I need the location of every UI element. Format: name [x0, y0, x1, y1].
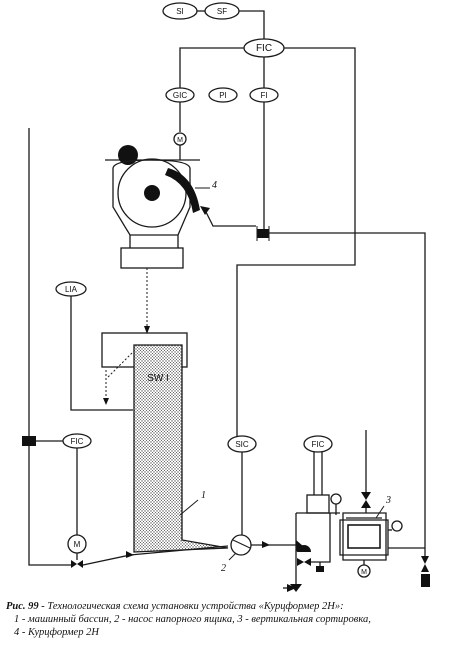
- fic-right-line: [236, 47, 356, 440]
- tag-fi: FI: [249, 87, 279, 103]
- tag-si: SI: [162, 2, 198, 20]
- tag-pi: PI: [208, 87, 238, 103]
- motor-top: M: [173, 132, 187, 146]
- caption-label: Рис. 99 -: [6, 601, 45, 612]
- tag-fic-top: FIC: [243, 38, 285, 58]
- tag-lia: LIA: [55, 281, 87, 297]
- motor-right: M: [357, 564, 371, 578]
- caption-line-3: 4 - Курцформер 2Н: [14, 627, 99, 638]
- tag-sic: SIC: [227, 435, 257, 453]
- sf-fic-link: [239, 10, 265, 40]
- figure-caption: Рис. 99 - Технологическая схема установк…: [6, 600, 462, 639]
- svg-text:SI: SI: [176, 7, 184, 16]
- label-4: 4: [212, 180, 217, 191]
- tag-gic: GIC: [165, 87, 195, 103]
- svg-text:PI: PI: [219, 91, 227, 100]
- motor-left: M: [67, 534, 87, 554]
- tag-fic-right: FIC: [303, 435, 333, 453]
- caption-title: Технологическая схема установки устройст…: [47, 601, 344, 612]
- feed-line-to-former: [204, 209, 256, 227]
- label-sw: SW I: [147, 373, 169, 384]
- svg-text:M: M: [74, 540, 81, 549]
- svg-text:M: M: [361, 569, 367, 576]
- machine-chest: [101, 332, 229, 553]
- svg-text:FIC: FIC: [71, 437, 84, 446]
- pump-2: [230, 534, 252, 556]
- caption-line-2: 1 - машинный бассин, 2 - насос напорного…: [14, 614, 371, 625]
- svg-text:FIC: FIC: [312, 440, 325, 449]
- svg-text:SIC: SIC: [235, 440, 249, 449]
- valve-left: [71, 560, 83, 568]
- curzformer-unit: [105, 145, 200, 269]
- svg-text:FI: FI: [260, 91, 267, 100]
- label-1: 1: [201, 490, 206, 501]
- fic-bus-line: [179, 47, 244, 88]
- outlet-block: [421, 574, 430, 587]
- flowmeter-top: [257, 229, 269, 238]
- svg-text:M: M: [177, 137, 183, 144]
- flowmeter-left: [22, 436, 36, 446]
- control-valve: [297, 545, 311, 552]
- svg-text:LIA: LIA: [65, 285, 78, 294]
- label-3: 3: [385, 495, 391, 506]
- vertical-screen: [339, 512, 389, 561]
- label-2: 2: [221, 563, 226, 574]
- tag-sf: SF: [204, 2, 240, 20]
- tag-fic-left: FIC: [62, 433, 92, 449]
- left-supply-line: [28, 128, 73, 566]
- svg-text:SF: SF: [217, 7, 227, 16]
- svg-text:GIC: GIC: [173, 91, 187, 100]
- process-flow-diagram: SI SF FIC GIC PI FI M: [22, 2, 430, 592]
- svg-text:FIC: FIC: [256, 43, 272, 54]
